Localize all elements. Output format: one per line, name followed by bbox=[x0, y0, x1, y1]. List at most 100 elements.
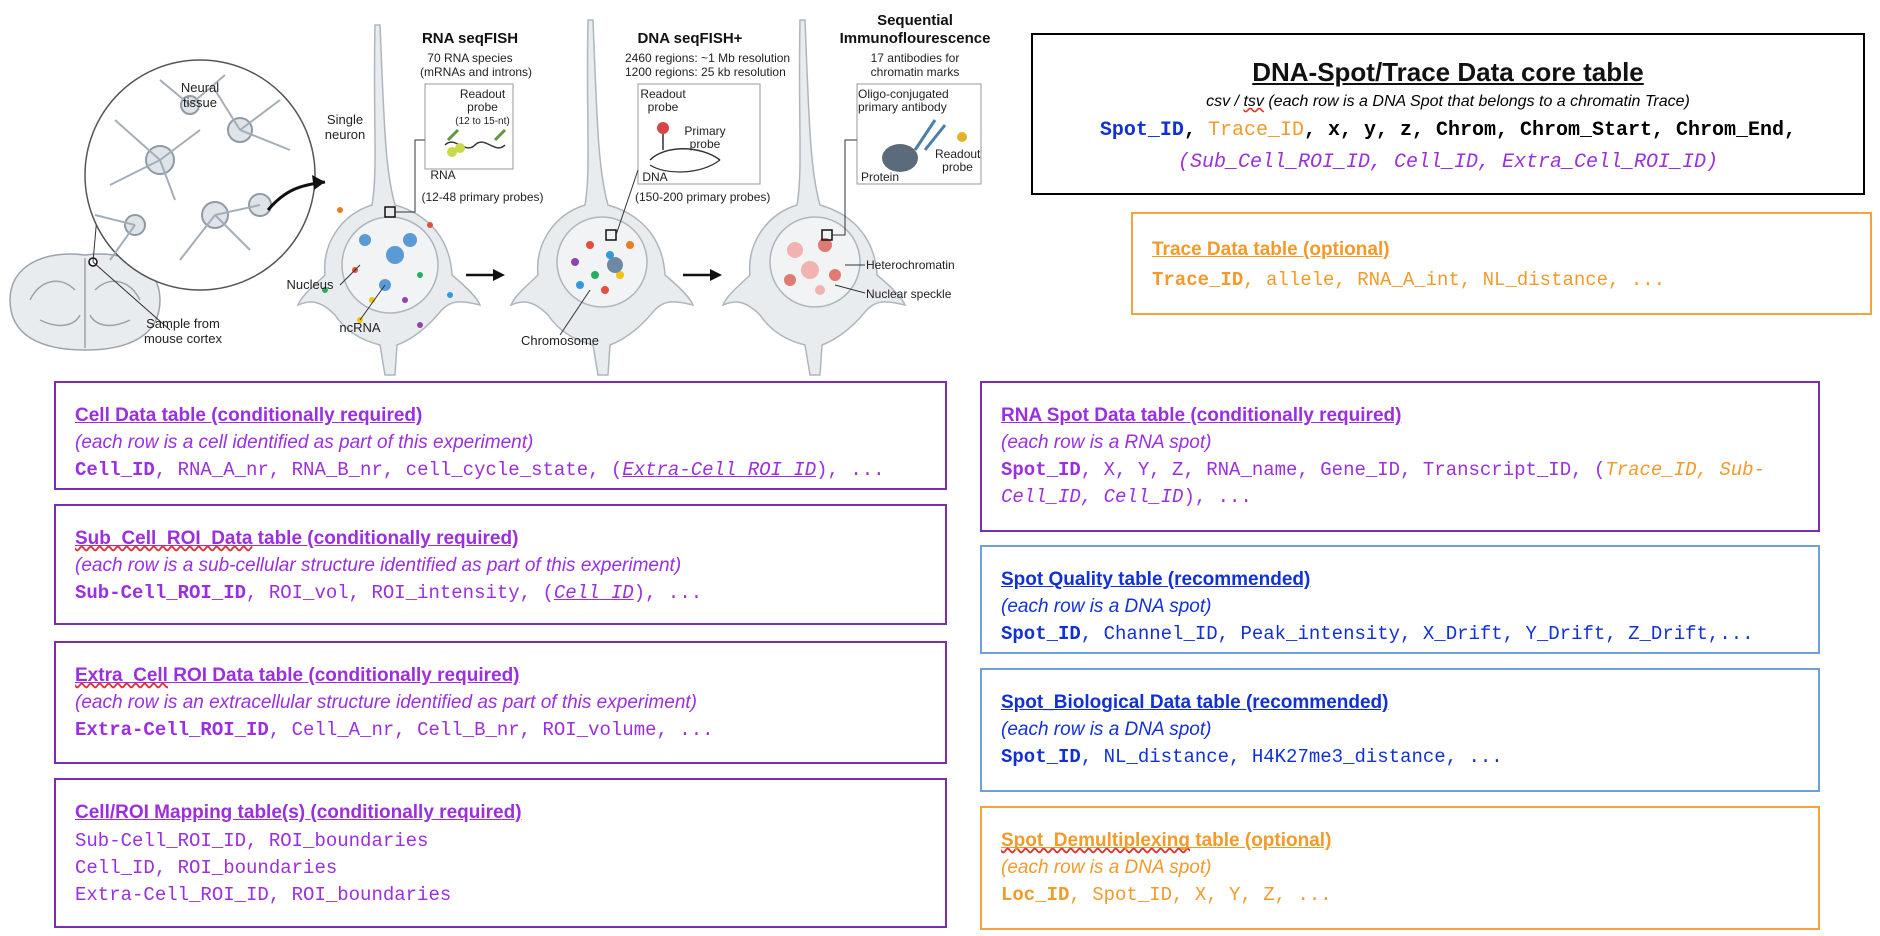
subcell-table-desc: (each row is a sub-cellular structure id… bbox=[75, 555, 682, 576]
demux-field-key: Loc_ID bbox=[1001, 884, 1070, 906]
core-field-trace-id: Trace_ID bbox=[1207, 119, 1304, 142]
core-table-box: DNA-Spot/Trace Data core table csv / tsv… bbox=[1031, 33, 1865, 195]
figure-graphics bbox=[9, 19, 982, 376]
bio-table-title: Spot_Biological Data table (recommended) bbox=[1001, 692, 1388, 714]
demux-title-a: Spot_Demultiplexing bbox=[1001, 830, 1190, 851]
bio-title-b: Data table (recommended) bbox=[1144, 692, 1389, 713]
ncrna-label: ncRNA bbox=[339, 320, 381, 335]
rna-readout-label: Readout probe bbox=[459, 87, 506, 114]
cell-table-title: Cell Data table (conditionally required) bbox=[75, 405, 423, 426]
rnaspot-table-desc: (each row is a RNA spot) bbox=[1001, 432, 1212, 453]
rnaspot-table-fields: Spot_ID, X, Y, Z, RNA_name, Gene_ID, Tra… bbox=[1001, 459, 1765, 481]
mapping-table-title: Cell/ROI Mapping table(s) (conditionally… bbox=[75, 802, 522, 823]
rna-primary-label: (12-48 primary probes) bbox=[421, 190, 544, 204]
core-table-desc: csv / tsv (each row is a DNA Spot that b… bbox=[1033, 93, 1863, 111]
demux-table-fields: Loc_ID, Spot_ID, X, Y, Z, ... bbox=[1001, 884, 1332, 906]
core-desc-pre: csv / bbox=[1206, 93, 1244, 110]
sample-label: Sample from mouse cortex bbox=[143, 316, 223, 346]
core-table-fields: Spot_ID, Trace_ID, x, y, z, Chrom, Chrom… bbox=[1033, 119, 1863, 142]
experiment-figure: Neural tissue Single neuron Sample from … bbox=[0, 0, 1010, 380]
core-field-sep: , bbox=[1183, 119, 1208, 142]
core-field-rest: , x, y, z, Chrom, Chrom_Start, Chrom_End… bbox=[1303, 119, 1797, 142]
cell-table-box: Cell Data table (conditionally required)… bbox=[54, 381, 947, 490]
demux-title-b: table (optional) bbox=[1189, 830, 1332, 851]
rnaspot-field-rest-pre: , X, Y, Z, RNA_name, Gene_ID, Transcript… bbox=[1080, 459, 1606, 481]
quality-title-a: Spot bbox=[1001, 569, 1044, 590]
bio-table-desc: (each row is a DNA spot) bbox=[1001, 719, 1212, 740]
rna-panel-sub2: (mRNAs and introns) bbox=[420, 65, 533, 79]
bio-field-key: Spot_ID bbox=[1001, 746, 1081, 768]
extracell-field-key: Extra-Cell_ROI_ID bbox=[75, 719, 269, 741]
extracell-field-rest: , Cell_A_nr, Cell_B_nr, ROI_volume, ... bbox=[268, 719, 714, 741]
quality-table-desc: (each row is a DNA spot) bbox=[1001, 596, 1212, 617]
demux-table-title: Spot_Demultiplexing table (optional) bbox=[1001, 830, 1331, 852]
subcell-field-key: Sub-Cell_ROI_ID bbox=[75, 582, 247, 604]
if-dots-icon bbox=[784, 229, 841, 295]
if-panel-sub2: chromatin marks bbox=[870, 65, 960, 79]
subcell-table-title: Sub_Cell_ROI_Data table (conditionally r… bbox=[75, 528, 518, 550]
rnaspot-table-box: RNA Spot Data table (conditionally requi… bbox=[980, 381, 1820, 532]
quality-field-key: Spot_ID bbox=[1001, 623, 1081, 645]
subcell-title-b: table (conditionally required) bbox=[252, 528, 519, 549]
cell-field-rest-post: ), ... bbox=[816, 459, 885, 481]
trace-field-key: Trace_ID bbox=[1152, 269, 1244, 291]
rnaspot-field-rest-post: ), ... bbox=[1183, 486, 1252, 508]
neural-tissue-icon bbox=[84, 59, 316, 291]
extracell-table-desc: (each row is an extracellular structure … bbox=[75, 692, 697, 713]
core-table-title: DNA-Spot/Trace Data core table bbox=[1252, 57, 1644, 87]
bio-title-a: Spot_Biological bbox=[1001, 692, 1145, 713]
if-oligo-label: Oligo-conjugated primary antibody bbox=[858, 87, 949, 114]
dna-panel-sub2: 1200 regions: 25 kb resolution bbox=[625, 65, 786, 79]
if-panel-sub1: 17 antibodies for bbox=[870, 51, 960, 65]
subcell-table-box: Sub_Cell_ROI_Data table (conditionally r… bbox=[54, 504, 947, 625]
chromosome-label: Chromosome bbox=[520, 333, 600, 348]
core-table-optional-fields: (Sub_Cell_ROI_ID, Cell_ID, Extra_Cell_RO… bbox=[1177, 151, 1719, 174]
dna-panel-sub1: 2460 regions: ~1 Mb resolution bbox=[625, 51, 791, 65]
rna-panel-heading: RNA seqFISH bbox=[421, 30, 519, 47]
rnaspot-field-orange-2: Cell_ID, Cell_ID bbox=[1001, 486, 1184, 508]
cell-field-key: Cell_ID bbox=[75, 459, 155, 481]
nuclear-speckle-label: Nuclear speckle bbox=[866, 287, 952, 301]
extracell-title-a: Extra_Cell bbox=[75, 665, 168, 686]
if-readout-label: Readout probe bbox=[935, 147, 981, 174]
cell-table-fields: Cell_ID, RNA_A_nr, RNA_B_nr, cell_cycle_… bbox=[75, 459, 885, 481]
dna-dots-icon bbox=[571, 229, 634, 294]
cell-table-desc: (each row is a cell identified as part o… bbox=[75, 432, 534, 453]
rna-readout-len: (12 to 15-nt) bbox=[455, 116, 510, 127]
quality-table-fields: Spot_ID, Channel_ID, Peak_intensity, X_D… bbox=[1001, 623, 1754, 645]
extracell-table-box: Extra_Cell ROI Data table (conditionally… bbox=[54, 641, 947, 764]
subcell-field-rest-pre: , ROI_vol, ROI_intensity, ( bbox=[246, 582, 554, 604]
heterochromatin-label: Heterochromatin bbox=[866, 258, 955, 272]
subcell-title-a: Sub_Cell_ROI_Data bbox=[75, 528, 253, 549]
if-mol-label: Protein bbox=[860, 170, 900, 184]
core-field-spot-id: Spot_ID bbox=[1099, 119, 1184, 142]
rnaspot-table-fields-2: Cell_ID, Cell_ID), ... bbox=[1001, 486, 1252, 508]
dna-readout-label: Readout probe bbox=[640, 87, 686, 114]
rnaspot-field-key: Spot_ID bbox=[1001, 459, 1081, 481]
mapping-line-3: Extra-Cell_ROI_ID, ROI_boundaries bbox=[75, 884, 452, 906]
trace-field-rest: , allele, RNA_A_int, NL_distance, ... bbox=[1243, 269, 1666, 291]
mapping-line-1: Sub-Cell_ROI_ID, ROI_boundaries bbox=[75, 830, 429, 852]
trace-table-box: Trace Data table (optional) Trace_ID, al… bbox=[1131, 212, 1872, 315]
subcell-field-rest-post: ), ... bbox=[633, 582, 703, 604]
neural-tissue-label: Neural tissue bbox=[180, 80, 220, 110]
core-desc-tsv: tsv bbox=[1243, 93, 1264, 110]
subcell-table-fields: Sub-Cell_ROI_ID, ROI_vol, ROI_intensity,… bbox=[75, 582, 702, 604]
demux-table-box: Spot_Demultiplexing table (optional) (ea… bbox=[980, 806, 1820, 930]
quality-title-b: Quality table (recommended) bbox=[1043, 569, 1311, 590]
mapping-line-2: Cell_ID, ROI_boundaries bbox=[75, 857, 338, 879]
demux-table-desc: (each row is a DNA spot) bbox=[1001, 857, 1212, 878]
dna-mol-label: DNA bbox=[642, 170, 668, 184]
single-neuron-label: Single neuron bbox=[324, 112, 366, 142]
extracell-table-title: Extra_Cell ROI Data table (conditionally… bbox=[75, 665, 520, 687]
quality-table-box: Spot Quality table (recommended) (each r… bbox=[980, 545, 1820, 654]
rnaspot-field-orange-1: Trace_ID, Sub- bbox=[1605, 459, 1765, 481]
bio-table-box: Spot_Biological Data table (recommended)… bbox=[980, 668, 1820, 792]
trace-table-title: Trace Data table (optional) bbox=[1152, 239, 1390, 260]
quality-field-rest: , Channel_ID, Peak_intensity, X_Drift, Y… bbox=[1080, 623, 1754, 645]
nucleus-label: Nucleus bbox=[286, 277, 334, 292]
mapping-table-box: Cell/ROI Mapping table(s) (conditionally… bbox=[54, 778, 947, 928]
dna-primary-probe-label: Primary probe bbox=[684, 124, 726, 151]
rna-mol-label: RNA bbox=[430, 168, 456, 182]
subcell-field-link: Cell_ID bbox=[553, 582, 634, 604]
